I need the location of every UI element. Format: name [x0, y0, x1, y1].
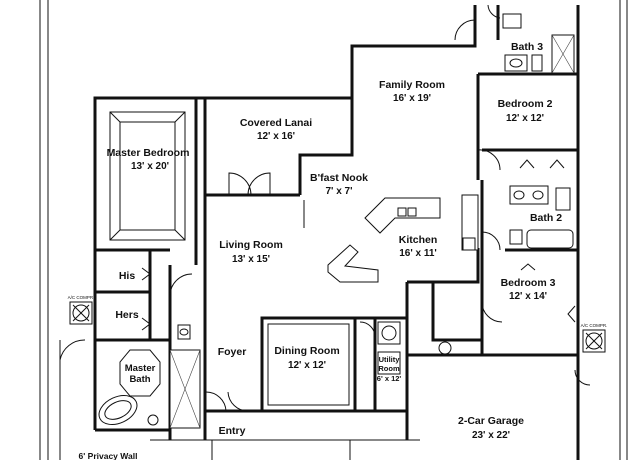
ac-unit-label-right: A/C COMPR.: [581, 323, 608, 328]
kitchen-size: 16' x 11': [399, 248, 437, 259]
family-room-size: 16' x 19': [393, 93, 431, 104]
covered-lanai-label: Covered Lanai: [240, 117, 312, 129]
dining-tray: [267, 323, 350, 406]
bedroom3-size: 12' x 14': [509, 291, 547, 302]
bath2-label: Bath 2: [530, 212, 562, 224]
family-room-label: Family Room: [379, 79, 445, 91]
hers-closet-label: Hers: [115, 309, 139, 321]
master-bedroom-label: Master Bedroom: [107, 147, 190, 159]
kitchen-counters: [303, 194, 479, 283]
closet-markers: [141, 159, 576, 331]
bedroom3-label: Bedroom 3: [501, 277, 556, 289]
kitchen-label: Kitchen: [399, 234, 438, 246]
bedroom2-size: 12' x 12': [506, 113, 544, 124]
utility-room-size: 6' x 12': [377, 374, 402, 383]
fixtures: [69, 13, 606, 429]
garage-label: 2-Car Garage: [458, 415, 524, 427]
bedroom2-label: Bedroom 2: [498, 98, 553, 110]
bfast-nook-size: 7' x 7': [326, 186, 353, 197]
privacy-wall-label: 6' Privacy Wall: [79, 451, 138, 460]
foyer-label: Foyer: [218, 346, 247, 358]
walls: [93, 5, 580, 460]
living-room-label: Living Room: [219, 239, 283, 251]
dining-room-size: 12' x 12': [288, 360, 326, 371]
his-closet-label: His: [119, 270, 136, 282]
garage-size: 23' x 22': [472, 430, 510, 441]
tray-ceiling: [109, 111, 186, 241]
covered-lanai-size: 12' x 16': [257, 131, 295, 142]
entry-walk: [59, 340, 351, 460]
bath3-label: Bath 3: [511, 41, 543, 53]
living-room-size: 13' x 15': [232, 254, 270, 265]
bfast-nook-label: B'fast Nook: [310, 172, 368, 184]
dining-room-label: Dining Room: [274, 345, 339, 357]
entry-label: Entry: [219, 425, 246, 437]
doors: [59, 4, 591, 412]
lot-lines: [39, 0, 628, 460]
ac-unit-label-left: A/C COMPR.: [68, 295, 95, 300]
master-bedroom-size: 13' x 20': [131, 161, 169, 172]
